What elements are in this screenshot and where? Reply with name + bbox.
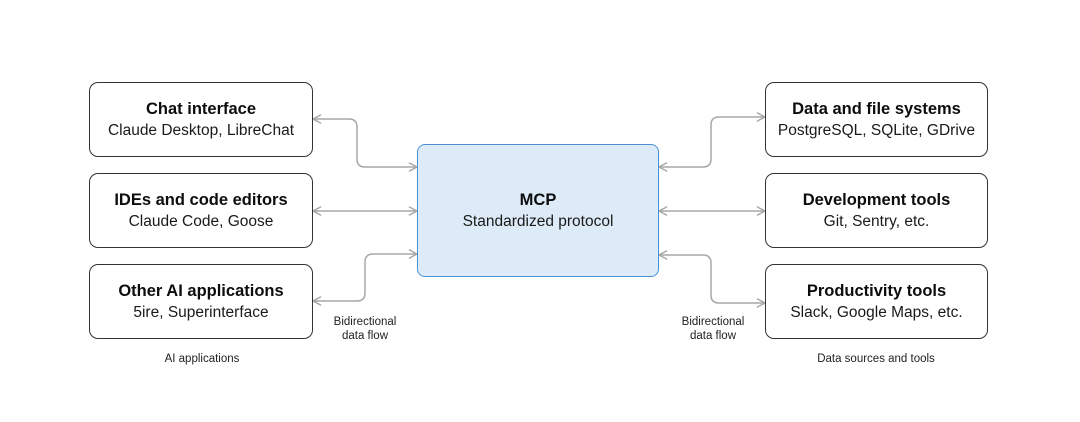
box-subtitle: Git, Sentry, etc. (823, 212, 930, 230)
connector-mcp-to-productivity-arrow (658, 250, 766, 308)
box-subtitle: 5ire, Superinterface (133, 303, 269, 321)
box-title: Development tools (802, 190, 951, 209)
mcp-title: MCP (519, 190, 557, 209)
box-chat-interface: Chat interface Claude Desktop, LibreChat (89, 82, 313, 157)
flow-label-line1: Bidirectional (333, 316, 397, 328)
box-subtitle: Claude Code, Goose (128, 212, 274, 230)
box-other-ai-applications: Other AI applications 5ire, Superinterfa… (89, 264, 313, 339)
connector-mcp-to-data-arrow (658, 112, 766, 172)
mcp-subtitle: Standardized protocol (462, 212, 614, 230)
box-title: IDEs and code editors (114, 190, 288, 209)
box-subtitle: Claude Desktop, LibreChat (107, 121, 295, 139)
left-group-caption: AI applications (164, 353, 240, 365)
box-title: Data and file systems (792, 99, 961, 118)
connector-otherai-to-mcp-arrow (312, 249, 418, 306)
box-productivity-tools: Productivity tools Slack, Google Maps, e… (765, 264, 988, 339)
flow-label-line2: data flow (341, 329, 389, 342)
box-title: Other AI applications (118, 281, 284, 300)
box-data-file-systems: Data and file systems PostgreSQL, SQLite… (765, 82, 988, 157)
bidirectional-flow-label-right: Bidirectional data flow (658, 316, 768, 343)
box-title: Productivity tools (806, 281, 947, 300)
right-group-caption: Data sources and tools (817, 353, 935, 365)
box-subtitle: PostgreSQL, SQLite, GDrive (777, 121, 976, 139)
box-mcp: MCP Standardized protocol (417, 144, 659, 277)
flow-label-line2: data flow (689, 329, 737, 342)
box-title: Chat interface (145, 99, 257, 118)
box-development-tools: Development tools Git, Sentry, etc. (765, 173, 988, 248)
connector-chat-to-mcp-arrow (312, 114, 418, 172)
box-subtitle: Slack, Google Maps, etc. (790, 303, 963, 321)
flow-label-line1: Bidirectional (681, 316, 745, 328)
bidirectional-flow-label-left: Bidirectional data flow (310, 316, 420, 343)
box-ides-code-editors: IDEs and code editors Claude Code, Goose (89, 173, 313, 248)
